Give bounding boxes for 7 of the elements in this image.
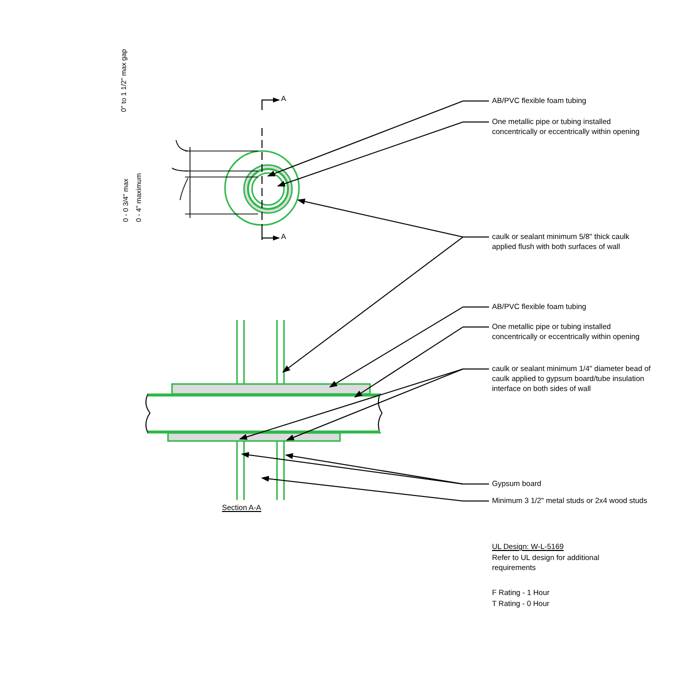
leader-line — [277, 122, 490, 187]
leader-line — [282, 236, 490, 373]
leader-line — [354, 326, 490, 398]
leader-line — [285, 453, 490, 484]
leader-line — [329, 306, 490, 388]
leader-line — [267, 100, 490, 176]
leader-line — [261, 476, 490, 502]
